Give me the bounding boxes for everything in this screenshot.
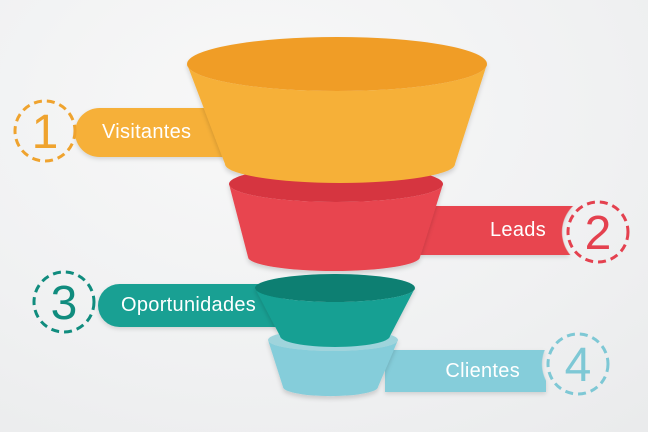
stage-number-3: 3	[51, 277, 78, 330]
stage-number-1: 1	[32, 106, 59, 159]
stage-number-4: 4	[565, 339, 592, 392]
dashed-circle-1	[13, 99, 77, 163]
funnel-oportunidades-lip	[255, 274, 415, 302]
dashed-circle-4	[546, 332, 610, 396]
funnel-visitantes-body	[187, 64, 487, 183]
dashed-circle-3	[32, 270, 96, 334]
band-leads-label: Leads	[490, 219, 546, 241]
stage-markers	[13, 99, 630, 396]
funnel-oportunidades-body	[255, 288, 415, 347]
band-leads: Leads	[420, 206, 592, 255]
funnel-leads-body	[229, 184, 443, 271]
band-visitantes: Visitantes	[75, 108, 227, 157]
funnel-clientes-body	[268, 340, 398, 397]
funnel-visitantes-mouth	[187, 37, 487, 91]
stage-number-2: 2	[585, 207, 612, 260]
band-oportunidades: Oportunidades	[98, 284, 282, 327]
band-clientes: Clientes	[385, 350, 546, 392]
funnel-segments	[187, 37, 487, 397]
dashed-circle-2	[566, 200, 630, 264]
band-visitantes-label: Visitantes	[102, 121, 192, 143]
stage-numbers: 1 2 3 4	[32, 106, 612, 392]
band-oportunidades-label: Oportunidades	[121, 294, 257, 316]
band-clientes-label: Clientes	[445, 359, 520, 382]
